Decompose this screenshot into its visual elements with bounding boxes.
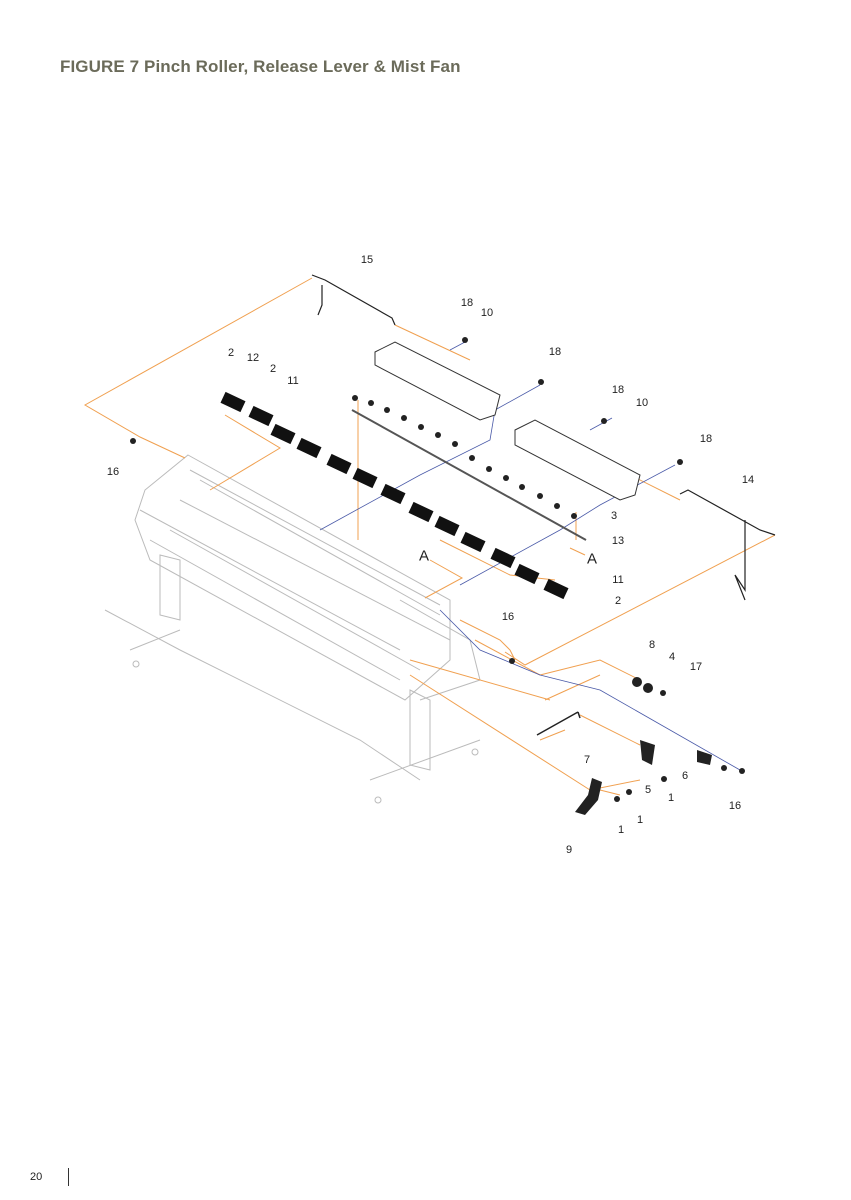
cable-parts <box>311 274 776 601</box>
callout-5: 5 <box>644 784 652 796</box>
pinch-roller-holders <box>220 391 569 600</box>
callout-15: 15 <box>360 254 374 266</box>
figure-title: FIGURE 7 Pinch Roller, Release Lever & M… <box>60 57 461 76</box>
callout-18: 18 <box>699 433 713 445</box>
callout-a: A <box>586 550 598 568</box>
callout-1: 1 <box>617 824 625 836</box>
callout-18: 18 <box>548 346 562 358</box>
callout-3: 3 <box>610 510 618 522</box>
callout-14: 14 <box>741 474 755 486</box>
release-lever-shaft <box>536 711 581 736</box>
callout-11: 11 <box>612 574 624 586</box>
callout-13: 13 <box>611 535 625 547</box>
callout-a: A <box>418 547 430 565</box>
callout-4: 4 <box>668 651 676 663</box>
callout-1: 1 <box>667 792 675 804</box>
callout-10: 10 <box>480 307 494 319</box>
page-number: 20 <box>30 1171 43 1183</box>
callout-16: 16 <box>501 611 515 623</box>
callout-12: 12 <box>246 352 260 364</box>
callout-7: 7 <box>583 754 591 766</box>
pinch-rollers <box>352 395 577 519</box>
footer-divider <box>68 1168 69 1186</box>
callout-10: 10 <box>635 397 649 409</box>
callout-11: 11 <box>287 375 299 387</box>
callout-16: 16 <box>106 466 120 478</box>
shaft-part <box>351 409 587 541</box>
callout-9: 9 <box>565 844 573 856</box>
callout-18: 18 <box>611 384 625 396</box>
callout-16: 16 <box>728 800 742 812</box>
printer-body <box>104 454 481 804</box>
callout-1: 1 <box>636 814 644 826</box>
callout-2: 2 <box>227 347 235 359</box>
callout-18: 18 <box>460 297 474 309</box>
callout-2: 2 <box>269 363 277 375</box>
fan-cover-parts <box>374 341 641 501</box>
leader-lines-blue <box>319 341 741 771</box>
callout-2: 2 <box>614 595 622 607</box>
callout-8: 8 <box>648 639 656 651</box>
callout-6: 6 <box>681 770 689 782</box>
callout-17: 17 <box>689 661 703 673</box>
small-parts <box>130 337 745 815</box>
